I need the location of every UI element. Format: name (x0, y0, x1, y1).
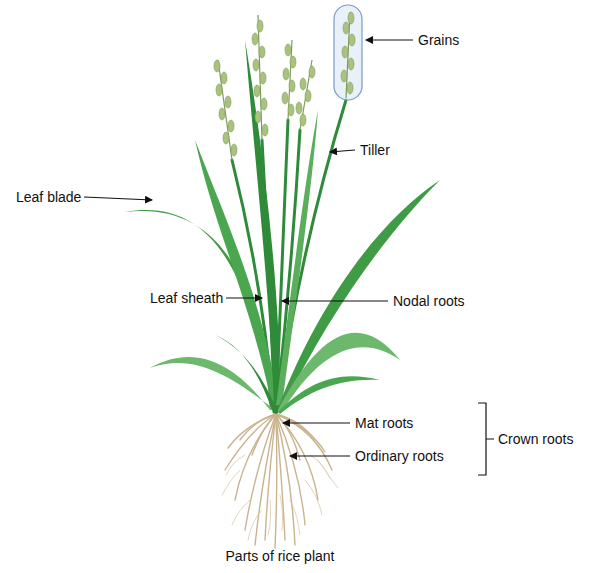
part-label: Grains (418, 32, 459, 49)
bracket (478, 403, 494, 475)
grain-highlight (334, 5, 362, 100)
part-label: Tiller (360, 142, 390, 159)
part-label: Mat roots (355, 415, 413, 432)
stems (232, 100, 346, 412)
leader-lines (84, 40, 494, 475)
part-label: Leaf blade (16, 189, 81, 206)
leaves (125, 40, 440, 414)
part-label: Crown roots (498, 431, 573, 448)
roots (225, 414, 332, 548)
part-label: Nodal roots (393, 293, 465, 310)
part-label: Ordinary roots (355, 448, 444, 465)
part-label: Leaf sheath (150, 290, 223, 307)
panicles (214, 12, 355, 160)
caption: Parts of rice plant (226, 548, 335, 565)
